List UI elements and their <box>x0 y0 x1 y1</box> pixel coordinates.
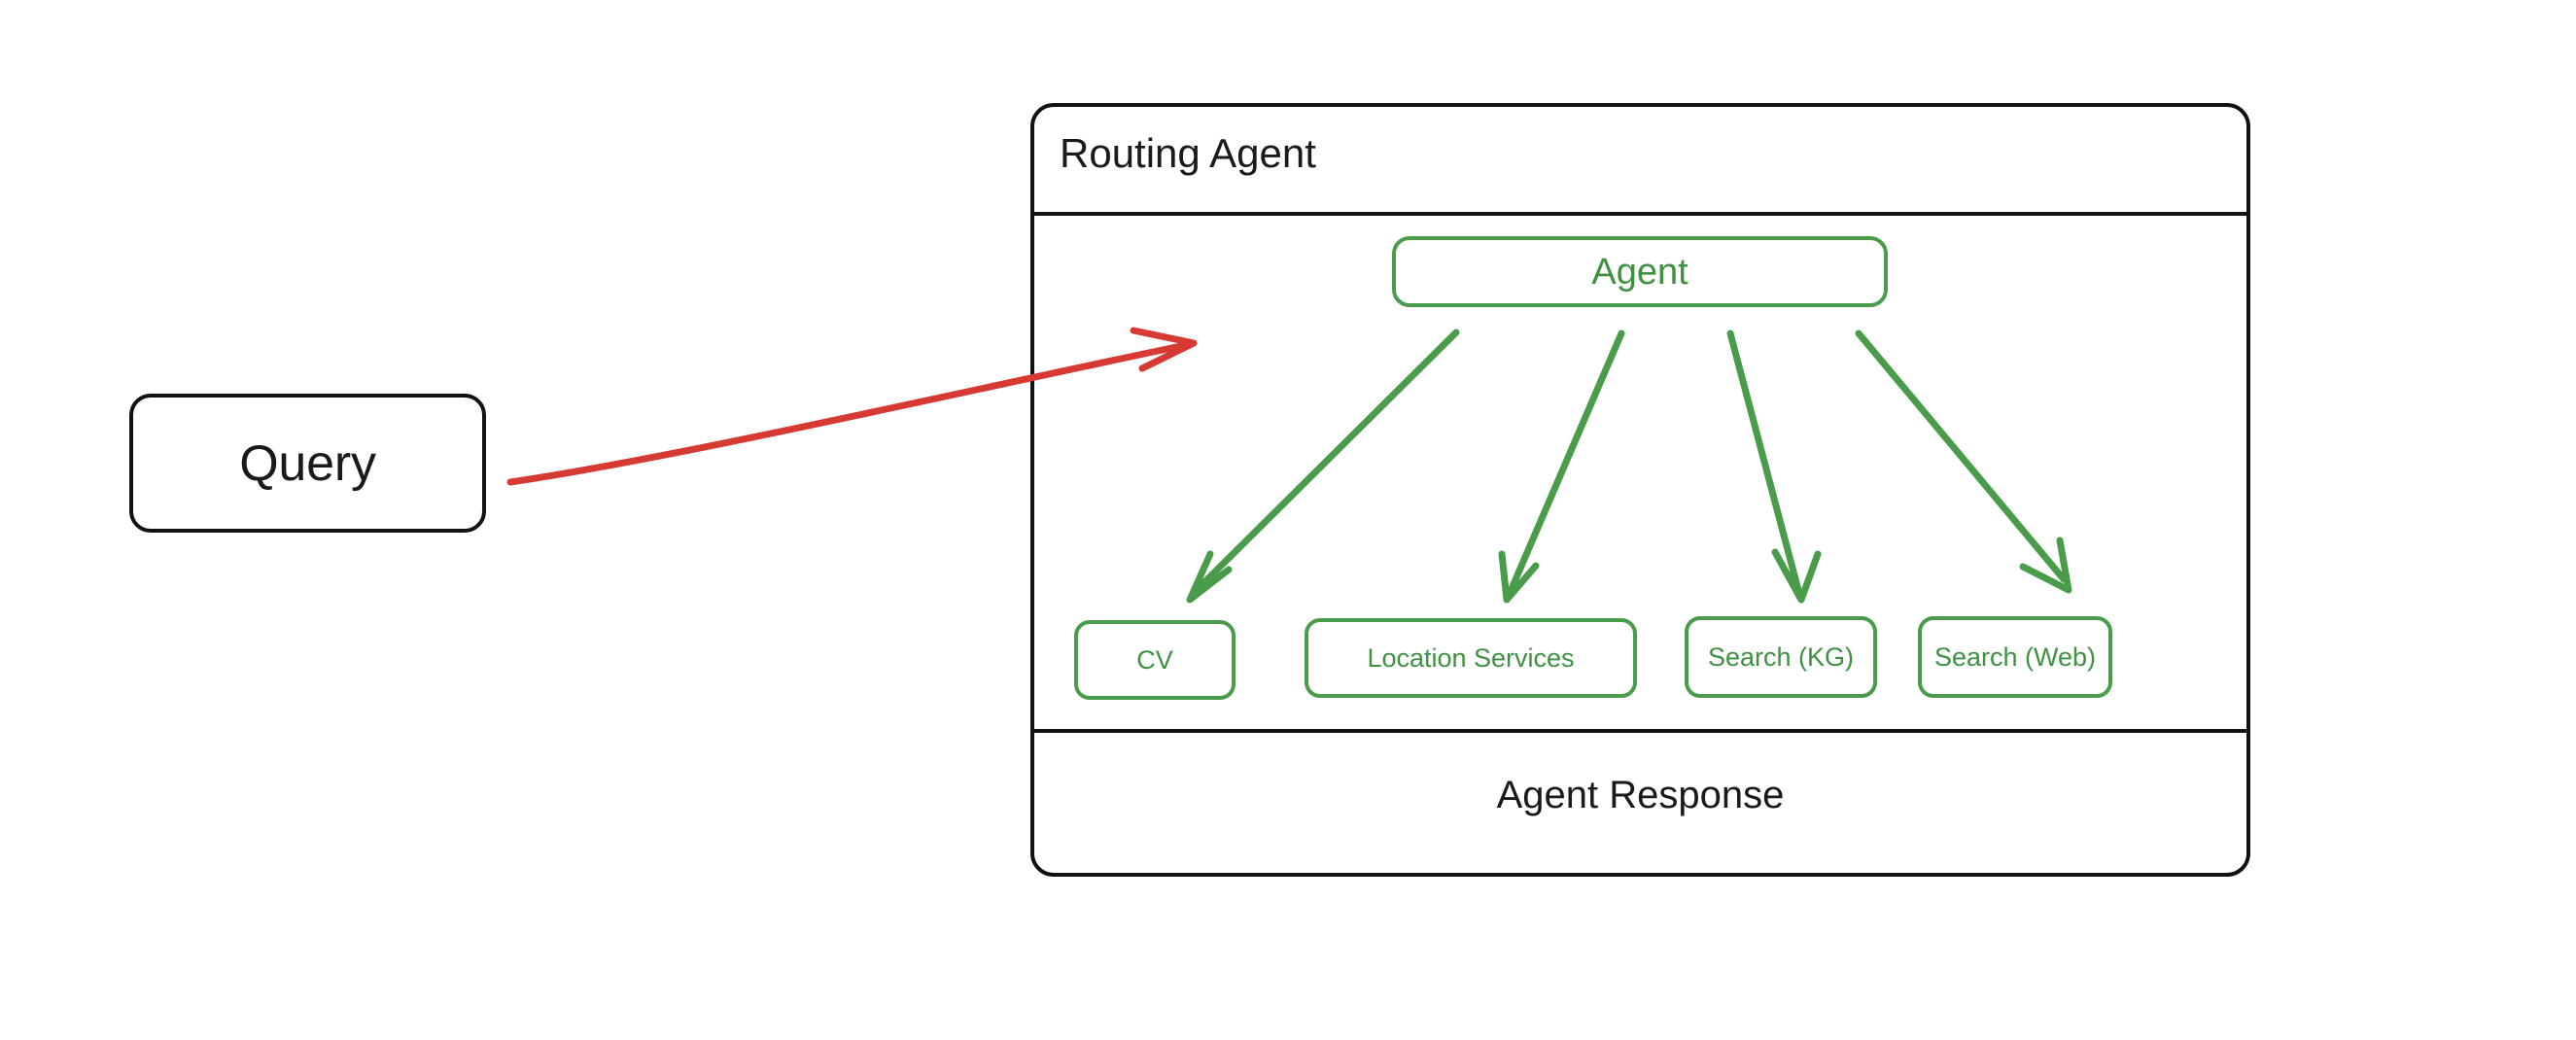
query-node[interactable]: Query <box>129 394 486 533</box>
agent-node[interactable]: Agent <box>1392 236 1888 307</box>
routing-agent-title: Routing Agent <box>1060 130 1316 176</box>
query-node-label: Query <box>239 434 376 492</box>
tool-node-search-kg-label: Search (KG) <box>1707 641 1855 672</box>
tool-node-cv[interactable]: CV <box>1074 620 1236 700</box>
tool-node-location-services-label: Location Services <box>1367 642 1575 673</box>
response-divider <box>1034 729 2246 733</box>
tool-node-search-web[interactable]: Search (Web) <box>1918 616 2112 698</box>
tool-node-search-kg[interactable]: Search (KG) <box>1685 616 1877 698</box>
tool-node-location-services[interactable]: Location Services <box>1305 618 1637 698</box>
tool-node-cv-label: CV <box>1136 644 1173 675</box>
header-divider <box>1034 212 2246 216</box>
agent-node-label: Agent <box>1591 251 1688 293</box>
agent-response-label: Agent Response <box>1496 774 1785 816</box>
tool-node-search-web-label: Search (Web) <box>1933 641 2097 672</box>
routing-agent-container[interactable]: Routing Agent Agent Response <box>1030 103 2250 877</box>
